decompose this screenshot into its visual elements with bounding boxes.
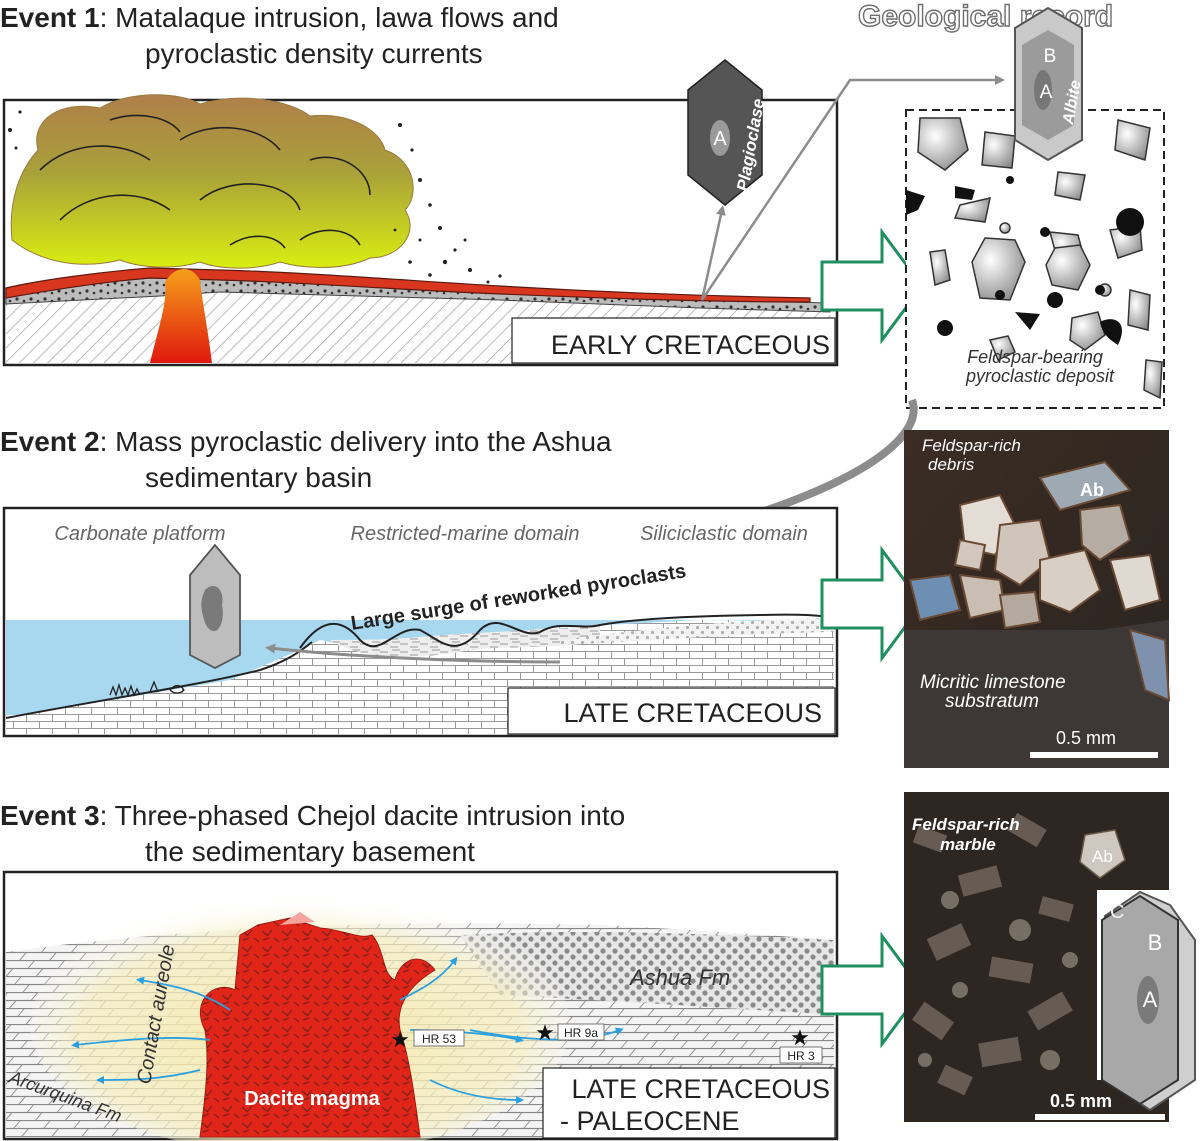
ash-particles: [8, 110, 502, 284]
photo1-bottom-line1: Micritic limestone: [920, 672, 1066, 693]
event3-label: Event 3: [0, 800, 100, 831]
event1-title-line1: : Matalaque intrusion, lawa flows and: [99, 2, 559, 33]
sample-hr3: HR 3: [787, 1049, 815, 1063]
photo1-top-line1: Feldspar-rich: [922, 436, 1021, 455]
photo2-top-line2: marble: [940, 835, 996, 854]
event2-crystal-core: [201, 585, 223, 632]
event3-title-line1: : Three-phased Chejol dacite intrusion i…: [99, 800, 626, 831]
micritic-substratum: [904, 620, 1169, 768]
event2-title-line1: : Mass pyroclastic delivery into the Ash…: [99, 426, 612, 457]
domain-restricted-marine: Restricted-marine domain: [351, 523, 580, 545]
magma-label: Dacite magma: [244, 1088, 380, 1110]
albite-core: [1034, 70, 1052, 110]
event2-period: LATE CRETACEOUS: [563, 698, 822, 728]
event2-seafloor: [299, 613, 835, 649]
photo1-scale: 0.5 mm: [1056, 728, 1116, 748]
reef-vegetation: [109, 680, 185, 698]
photo2-top-line1: Feldspar-rich: [912, 815, 1020, 834]
photo2-crystal-b-label: B: [1148, 930, 1163, 955]
deposit-line2: pyroclastic deposit: [965, 366, 1115, 386]
photo2-crystal-core: [1137, 976, 1159, 1024]
svg-text:★: ★: [535, 1020, 555, 1045]
event3-title-line2: the sedimentary basement: [145, 836, 475, 867]
photomicrograph-1: Feldspar-rich debris Ab Micritic limesto…: [904, 430, 1171, 768]
pyroclastic-deposit-box: Feldspar-bearing pyroclastic deposit B A…: [905, 6, 1165, 409]
photo1-scale-bar: [1030, 752, 1158, 758]
green-arrow-event1: [820, 227, 924, 345]
event3-heading: Event 3: Three-phased Chejol dacite intr…: [0, 798, 625, 870]
svg-text:★: ★: [390, 1027, 410, 1052]
arrow-to-albite: [700, 75, 1005, 301]
albite-rim-label: B: [1044, 46, 1057, 67]
green-arrow-event3: [820, 931, 924, 1049]
event2-title-line2: sedimentary basin: [145, 462, 373, 493]
magma-cap: [280, 912, 315, 925]
photo2-ab-crystal: [1079, 829, 1126, 879]
event1-heading: Event 1: Matalaque intrusion, lawa flows…: [0, 0, 559, 72]
event2-label: Event 2: [0, 426, 100, 457]
photo2-scale-bar: [1035, 1114, 1165, 1120]
svg-text:★: ★: [790, 1025, 810, 1050]
event3-panel: ★ HR 53 ★ HR 9a ★ HR 3 Ashua Fm Contact …: [2, 870, 839, 1141]
plagioclase-core: [710, 120, 730, 156]
sample-hr53: HR 53: [422, 1032, 456, 1046]
event1-panel: EARLY CRETACEOUS A Plagioclase: [2, 59, 1005, 367]
ashua-label: Ashua Fm: [628, 965, 730, 990]
dacite-texture: [200, 918, 435, 1137]
photo1-ab: Ab: [1080, 480, 1104, 500]
event3-period-line2: - PALEOCENE: [560, 1106, 740, 1136]
surge-arrow: [265, 643, 561, 664]
record-title: Geological record: [858, 0, 1113, 33]
photo1-bottom-line2: substratum: [945, 691, 1039, 712]
event2-heading: Event 2: Mass pyroclastic delivery into …: [0, 424, 612, 496]
photo2-ab: Ab: [1092, 847, 1113, 866]
photo2-crystal-c-label: C: [1110, 901, 1124, 923]
event1-period: EARLY CRETACEOUS: [551, 330, 830, 360]
fluid-flow-arrows: [71, 956, 624, 1104]
plagioclase-core-label: A: [713, 128, 727, 150]
arrow-to-plagioclase: [700, 205, 726, 301]
eruption-cloud: [10, 94, 414, 269]
sample-markers: ★ HR 53 ★ HR 9a ★ HR 3: [390, 1020, 823, 1064]
event2-siliciclastic: [560, 618, 834, 645]
cloud-contours: [39, 114, 371, 249]
event1-conduit: [150, 268, 212, 363]
sample-hr9a: HR 9a: [564, 1026, 598, 1040]
event1-lava-flow: [5, 267, 811, 303]
event2-panel: Carbonate platform Restricted-marine dom…: [2, 506, 839, 738]
domain-siliciclastic: Siliciclastic domain: [640, 523, 808, 545]
green-arrow-event2: [820, 545, 924, 663]
event1-title-line2: pyroclastic density currents: [145, 38, 483, 69]
photo1-top-line2: debris: [928, 455, 975, 474]
deposit-line1: Feldspar-bearing: [967, 347, 1103, 367]
albite-core-label: A: [1040, 82, 1053, 103]
event3-period-line1: LATE CRETACEOUS: [571, 1074, 830, 1104]
event2-shelf: [5, 641, 313, 719]
photomicrograph-2: Feldspar-rich marble Ab C B A 0.5 mm: [904, 792, 1196, 1122]
domain-carbonate: Carbonate platform: [54, 523, 225, 545]
event1-label: Event 1: [0, 2, 100, 33]
photo2-crystal-a-label: A: [1143, 987, 1158, 1012]
photo2-scale: 0.5 mm: [1050, 1091, 1112, 1111]
